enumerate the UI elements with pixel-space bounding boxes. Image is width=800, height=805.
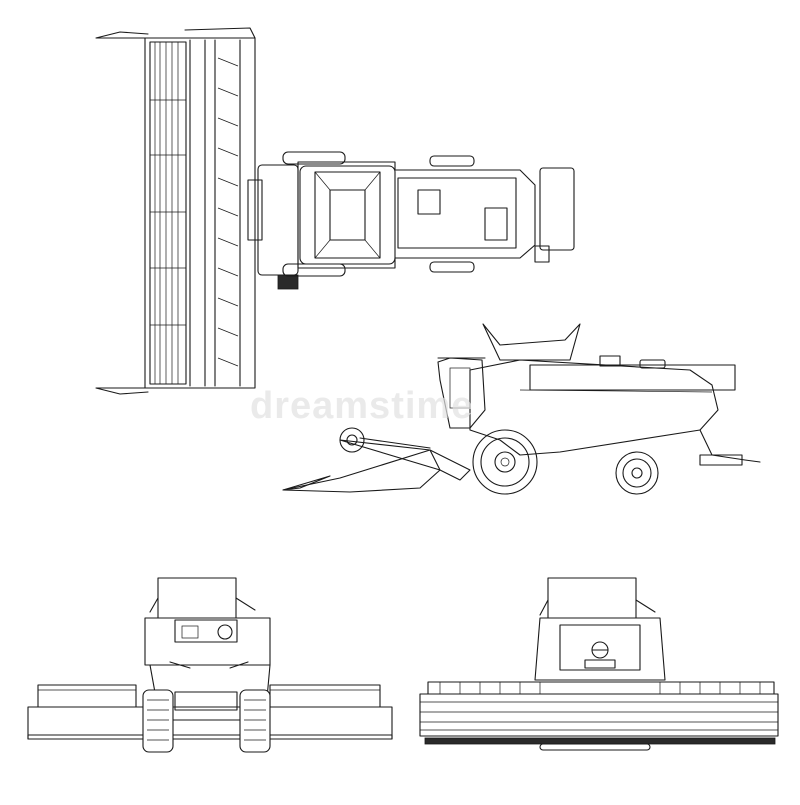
- rear-wheel: [615, 451, 659, 495]
- reel-tines: [439, 682, 761, 694]
- front-view: [27, 577, 393, 753]
- rear-view: [419, 577, 779, 751]
- side-view: [282, 323, 761, 495]
- reel-bars: [420, 701, 778, 731]
- top-body: [247, 151, 575, 290]
- top-header: [95, 27, 256, 395]
- front-wheel: [472, 429, 538, 495]
- top-view: [95, 27, 575, 395]
